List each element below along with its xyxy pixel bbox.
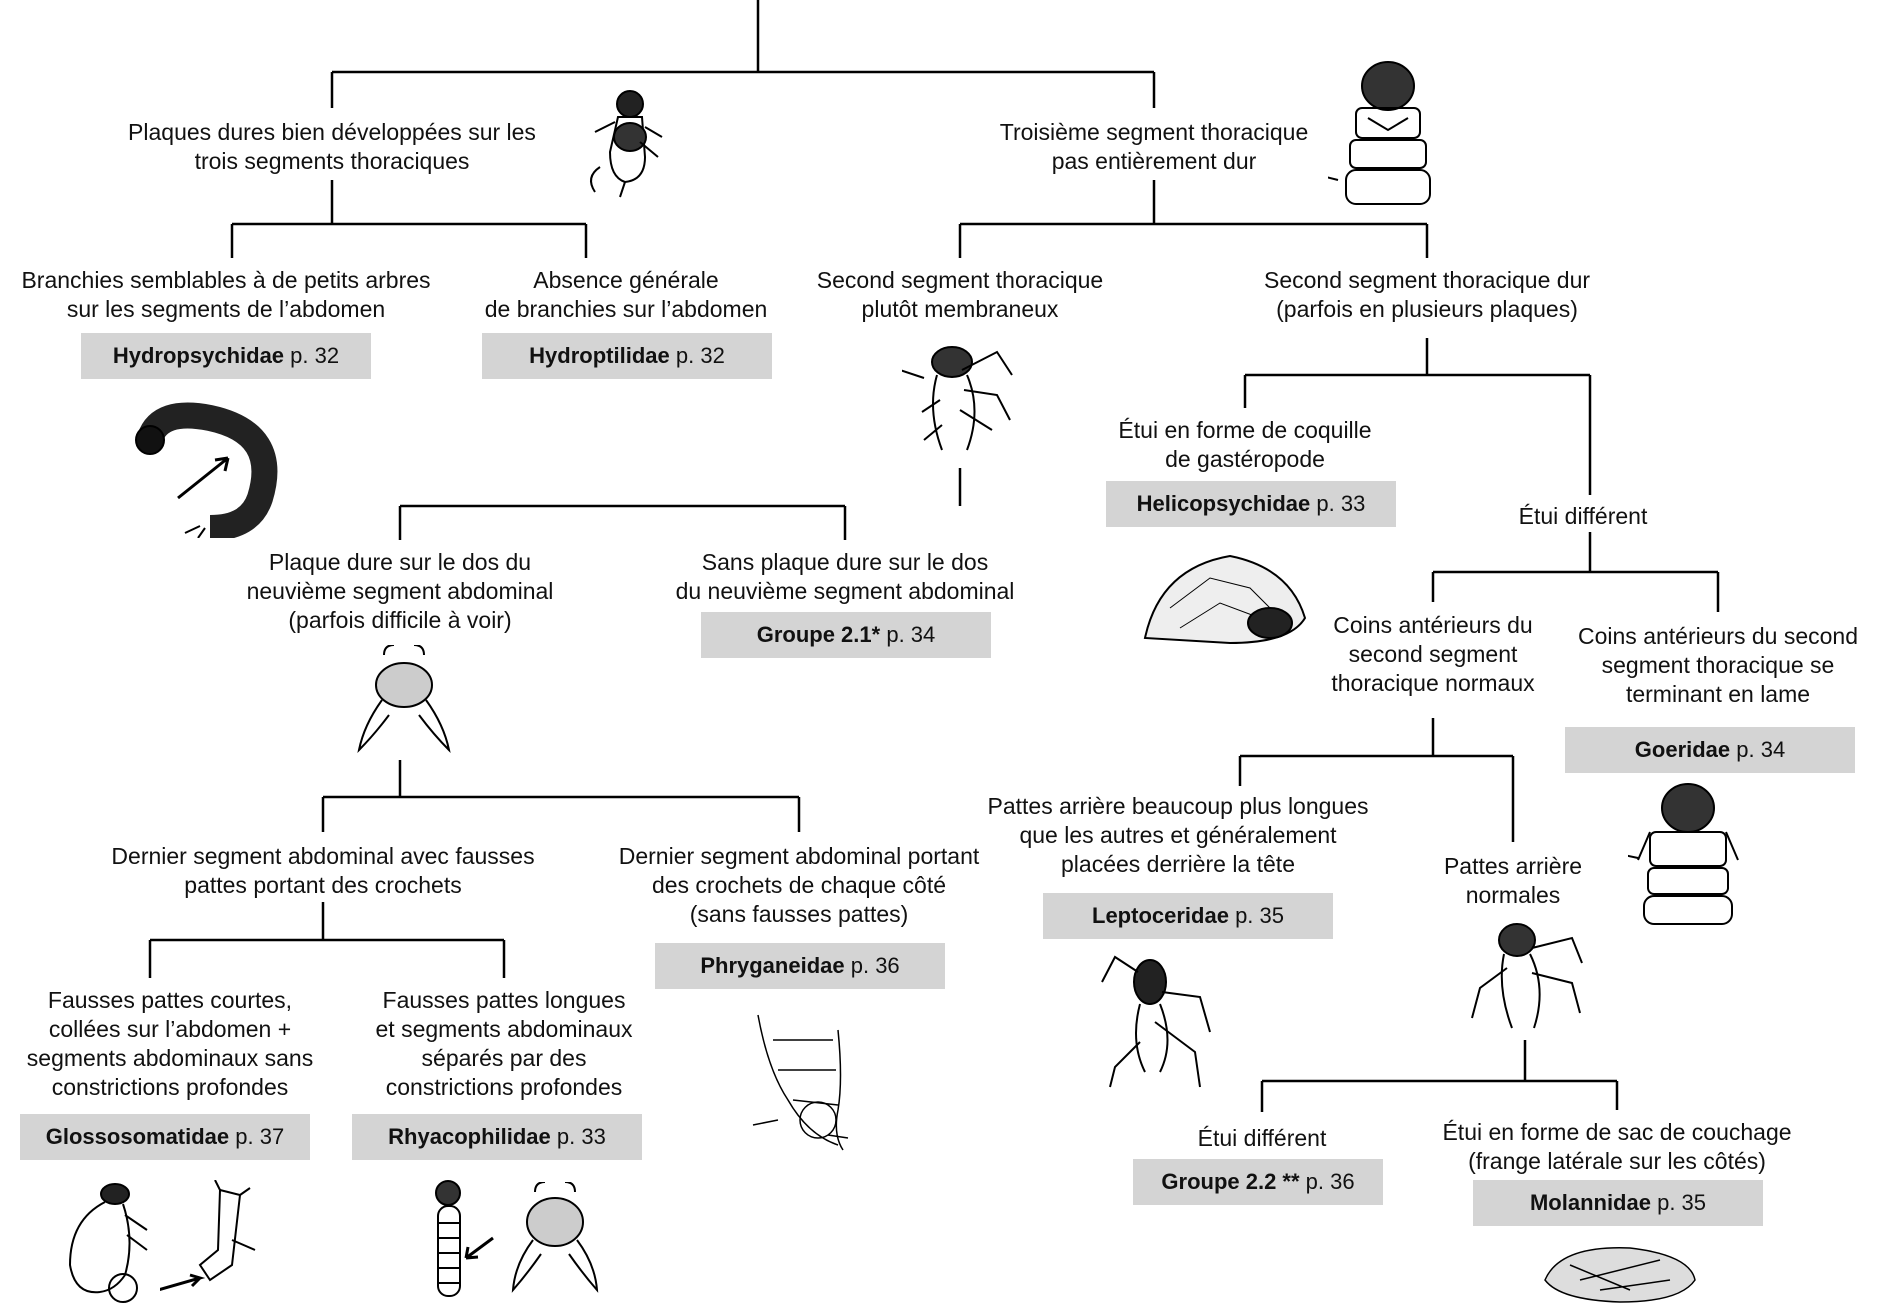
- node-line: séparés par des: [421, 1045, 587, 1071]
- rhyacophilidae-larva-illustration: [418, 1178, 498, 1303]
- node-line: (parfois difficile à voir): [288, 607, 512, 633]
- node-line: et segments abdominaux: [375, 1016, 633, 1042]
- goeridae-thorax-illustration: [1628, 780, 1748, 925]
- node-line: segments abdominaux sans: [26, 1045, 314, 1071]
- membranous-thorax-larva-illustration: [902, 340, 1022, 460]
- phryganeidae-abdomen-illustration: [748, 1010, 863, 1155]
- larva-thorax-dorsal-illustration: [1328, 58, 1448, 208]
- result-molannidae: Molannidae p. 35: [1473, 1180, 1763, 1226]
- result-phryganeidae: Phryganeidae p. 36: [655, 943, 945, 989]
- node-line: de branchies sur l’abdomen: [484, 296, 768, 322]
- node-line: placées derrière la tête: [1061, 851, 1295, 877]
- node-line: sur les segments de l’abdomen: [66, 296, 386, 322]
- node-line: des crochets de chaque côté: [651, 872, 947, 898]
- node-line: Étui en forme de coquille: [1118, 417, 1372, 443]
- node-line: Pattes arrière: [1443, 853, 1583, 879]
- result-helicopsychidae: Helicopsychidae p. 33: [1106, 481, 1396, 527]
- node-fausses-pattes-crochets: Dernier segment abdominal avec fausses pa…: [111, 842, 534, 900]
- node-line: Pattes arrière beaucoup plus longues: [987, 793, 1369, 819]
- node-line: pattes portant des crochets: [184, 872, 462, 898]
- node-line: normales: [1465, 882, 1561, 908]
- larva-hard-thorax-illustration: [570, 82, 680, 202]
- glossosomatidae-prolegs-illustration: [160, 1180, 270, 1305]
- node-line: Fausses pattes courtes,: [47, 987, 293, 1013]
- node-line: (frange latérale sur les côtés): [1468, 1148, 1766, 1174]
- sleeping-bag-case-illustration: [1540, 1240, 1700, 1306]
- result-groupe-2-1: Groupe 2.1* p. 34: [701, 612, 991, 658]
- node-line: terminant en lame: [1625, 681, 1811, 707]
- node-coins-lame: Coins antérieurs du second segment thorac…: [1578, 622, 1858, 709]
- node-line: Absence générale: [533, 267, 719, 293]
- node-line: constrictions profondes: [385, 1074, 623, 1100]
- node-fausses-courtes: Fausses pattes courtes, collées sur l’abd…: [27, 986, 313, 1102]
- node-line: Troisième segment thoracique: [999, 119, 1309, 145]
- node-line: Dernier segment abdominal avec fausses: [111, 843, 535, 869]
- node-line: Plaque dure sur le dos du: [268, 549, 532, 575]
- node-pattes-normales: Pattes arrière normales: [1444, 852, 1582, 910]
- node-line: Second segment thoracique dur: [1263, 267, 1591, 293]
- node-line: collées sur l’abdomen +: [48, 1016, 292, 1042]
- node-pattes-longues: Pattes arrière beaucoup plus longues que …: [987, 792, 1368, 879]
- hydropsychidae-larva-illustration: [130, 398, 290, 538]
- node-plaques-dures: Plaques dures bien développées sur les tr…: [128, 118, 536, 176]
- result-hydropsychidae: Hydropsychidae p. 32: [81, 333, 371, 379]
- node-line: du neuvième segment abdominal: [675, 578, 1015, 604]
- ninth-segment-plate-illustration: [354, 645, 454, 753]
- node-line: Second segment thoracique: [816, 267, 1104, 293]
- node-line: constrictions profondes: [51, 1074, 289, 1100]
- node-line: segment thoracique se: [1601, 652, 1835, 678]
- node-etui-sac: Étui en forme de sac de couchage (frange …: [1442, 1118, 1791, 1176]
- node-line: plutôt membraneux: [861, 296, 1059, 322]
- result-goeridae: Goeridae p. 34: [1565, 727, 1855, 773]
- node-second-membraneux: Second segment thoracique plutôt membrane…: [817, 266, 1103, 324]
- node-line: neuvième segment abdominal: [246, 578, 554, 604]
- node-line: que les autres et généralement: [1019, 822, 1337, 848]
- node-line: Étui en forme de sac de couchage: [1442, 1119, 1792, 1145]
- node-line: Coins antérieurs du second: [1578, 623, 1858, 649]
- node-line: thoracique normaux: [1331, 670, 1535, 696]
- rhyacophilidae-segment-illustration: [505, 1182, 605, 1294]
- node-etui-different-1: Étui différent: [1519, 502, 1648, 531]
- glossosomatidae-larva-illustration: [55, 1180, 155, 1305]
- result-rhyacophilidae: Rhyacophilidae p. 33: [352, 1114, 642, 1160]
- result-hydroptilidae: Hydroptilidae p. 32: [482, 333, 772, 379]
- node-etui-coquille: Étui en forme de coquille de gastéropode: [1118, 416, 1371, 474]
- node-line: (sans fausses pattes): [689, 901, 909, 927]
- node-fausses-longues: Fausses pattes longues et segments abdomi…: [376, 986, 633, 1102]
- node-troisieme-segment: Troisième segment thoracique pas entièrem…: [1000, 118, 1309, 176]
- node-line: Sans plaque dure sur le dos: [701, 549, 989, 575]
- leptoceridae-larva-illustration: [1100, 952, 1215, 1092]
- node-line: Fausses pattes longues: [382, 987, 626, 1013]
- node-branchies-arbres: Branchies semblables à de petits arbres s…: [21, 266, 430, 324]
- node-absence-branchies: Absence générale de branchies sur l’abdom…: [485, 266, 768, 324]
- node-coins-normaux: Coins antérieurs du second segment thoraci…: [1331, 611, 1534, 698]
- snail-shell-case-illustration: [1140, 548, 1310, 648]
- node-line: de gastéropode: [1165, 446, 1325, 472]
- node-line: (parfois en plusieurs plaques): [1276, 296, 1578, 322]
- node-line: Étui différent: [1197, 1125, 1327, 1151]
- result-groupe-2-2: Groupe 2.2 ** p. 36: [1133, 1159, 1383, 1205]
- node-crochets-cote: Dernier segment abdominal portant des cro…: [619, 842, 980, 929]
- node-line: Branchies semblables à de petits arbres: [21, 267, 431, 293]
- node-line: trois segments thoraciques: [194, 148, 470, 174]
- node-second-dur: Second segment thoracique dur (parfois en…: [1264, 266, 1590, 324]
- node-line: Dernier segment abdominal portant: [618, 843, 980, 869]
- node-plaque-dos: Plaque dure sur le dos du neuvième segmen…: [247, 548, 554, 635]
- node-sans-plaque: Sans plaque dure sur le dos du neuvième s…: [676, 548, 1015, 606]
- node-etui-different-2: Étui différent: [1198, 1124, 1327, 1153]
- result-leptoceridae: Leptoceridae p. 35: [1043, 893, 1333, 939]
- normal-legs-larva-illustration: [1462, 918, 1592, 1036]
- result-glossosomatidae: Glossosomatidae p. 37: [20, 1114, 310, 1160]
- node-line: Coins antérieurs du: [1333, 612, 1533, 638]
- node-line: pas entièrement dur: [1051, 148, 1257, 174]
- node-line: Plaques dures bien développées sur les: [128, 119, 536, 145]
- node-line: Étui différent: [1518, 503, 1648, 529]
- node-line: second segment: [1348, 641, 1518, 667]
